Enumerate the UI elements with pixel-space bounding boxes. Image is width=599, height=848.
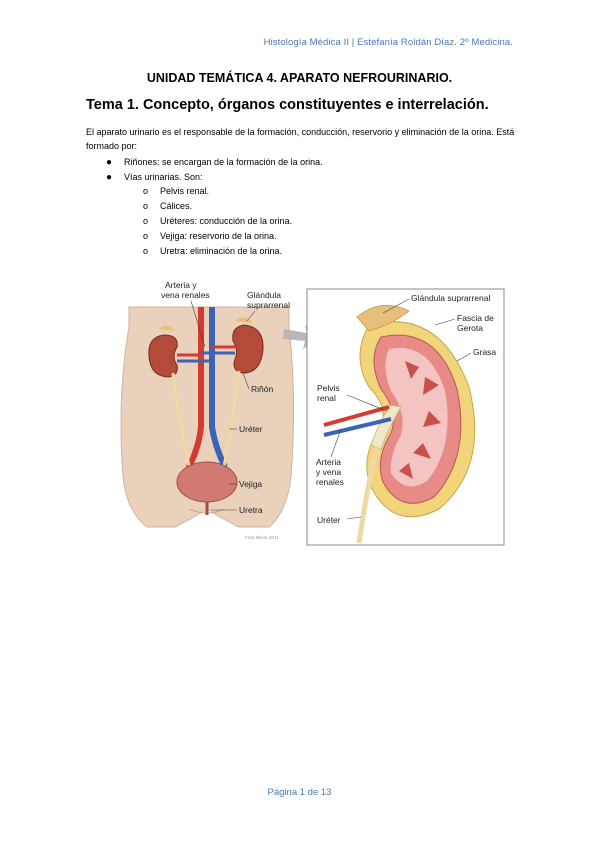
- list-item: o Uréteres: conducción de la orina.: [86, 214, 292, 229]
- label-artery-vein: Arteria y: [165, 280, 197, 290]
- section-title: Tema 1. Concepto, órganos constituyentes…: [86, 97, 489, 113]
- list-item: ● Vías urinarias. Son:: [86, 170, 323, 185]
- label-bladder: Vejiga: [239, 479, 262, 489]
- label-adrenal: Glándula suprarrenal: [411, 293, 490, 303]
- circle-bullet-icon: o: [143, 201, 149, 211]
- torso-illustration: [120, 306, 295, 528]
- kidney-cross-section: [323, 304, 476, 544]
- label-artery-vein: y vena: [316, 467, 341, 477]
- list-item-text: Vejiga: reservorio de la orina.: [160, 231, 277, 241]
- circle-bullet-icon: o: [143, 246, 149, 256]
- bullet-icon: ●: [106, 172, 113, 183]
- list-item: o Cálices.: [86, 199, 292, 214]
- label-pelvis: renal: [317, 393, 336, 403]
- label-adrenal: suprarrenal: [247, 300, 290, 310]
- illustration-credit: Fran Milner 2011: [245, 535, 279, 540]
- label-ureter: Uréter: [239, 424, 263, 434]
- list-item-text: Pelvis renal.: [160, 186, 210, 196]
- label-fascia: Fascia de: [457, 313, 494, 323]
- intro-paragraph: El aparato urinario es el responsable de…: [86, 127, 515, 151]
- label-artery-vein: renales: [316, 477, 344, 487]
- left-leader-lines: [190, 300, 256, 511]
- running-header: Histología Médica II | Estefanía Roldán …: [263, 37, 513, 48]
- label-ureter: Uréter: [317, 515, 341, 525]
- list-item-text: Vías urinarias. Son:: [124, 172, 203, 182]
- list-item-text: Uretra: eliminación de la orina.: [160, 246, 283, 256]
- circle-bullet-icon: o: [143, 186, 149, 196]
- page-number: Página 1 de 13: [267, 787, 332, 798]
- urinary-system-illustration: Arteria y vena renales Glándula suprarre…: [120, 280, 505, 546]
- circle-bullet-icon: o: [143, 216, 149, 226]
- label-pelvis: Pelvis: [317, 383, 340, 393]
- list-item-text: Riñones: se encargan de la formación de …: [124, 157, 323, 167]
- right-labels: Glándula suprarrenal Fascia de Gerota Gr…: [316, 293, 496, 525]
- list-item-text: Uréteres: conducción de la orina.: [160, 216, 293, 226]
- left-labels: Arteria y vena renales Glándula suprarre…: [161, 280, 290, 540]
- label-urethra: Uretra: [239, 505, 263, 515]
- label-artery-vein: vena renales: [161, 290, 210, 300]
- label-kidney: Riñón: [251, 384, 273, 394]
- list-item: o Vejiga: reservorio de la orina.: [86, 229, 292, 244]
- label-fascia: Gerota: [457, 323, 483, 333]
- list-item: o Uretra: eliminación de la orina.: [86, 244, 292, 259]
- label-fat: Grasa: [473, 347, 496, 357]
- unit-title: UNIDAD TEMÁTICA 4. APARATO NEFROURINARIO…: [146, 71, 453, 85]
- label-adrenal: Glándula: [247, 290, 281, 300]
- circle-bullet-icon: o: [143, 231, 149, 241]
- bullet-list: ● Riñones: se encargan de la formación de…: [86, 155, 323, 185]
- list-item: o Pelvis renal.: [86, 184, 292, 199]
- list-item-text: Cálices.: [160, 201, 193, 211]
- right-leader-lines: [330, 298, 472, 520]
- label-artery-vein: Arteria: [316, 457, 341, 467]
- list-item: ● Riñones: se encargan de la formación de…: [86, 155, 323, 170]
- bullet-icon: ●: [106, 157, 113, 168]
